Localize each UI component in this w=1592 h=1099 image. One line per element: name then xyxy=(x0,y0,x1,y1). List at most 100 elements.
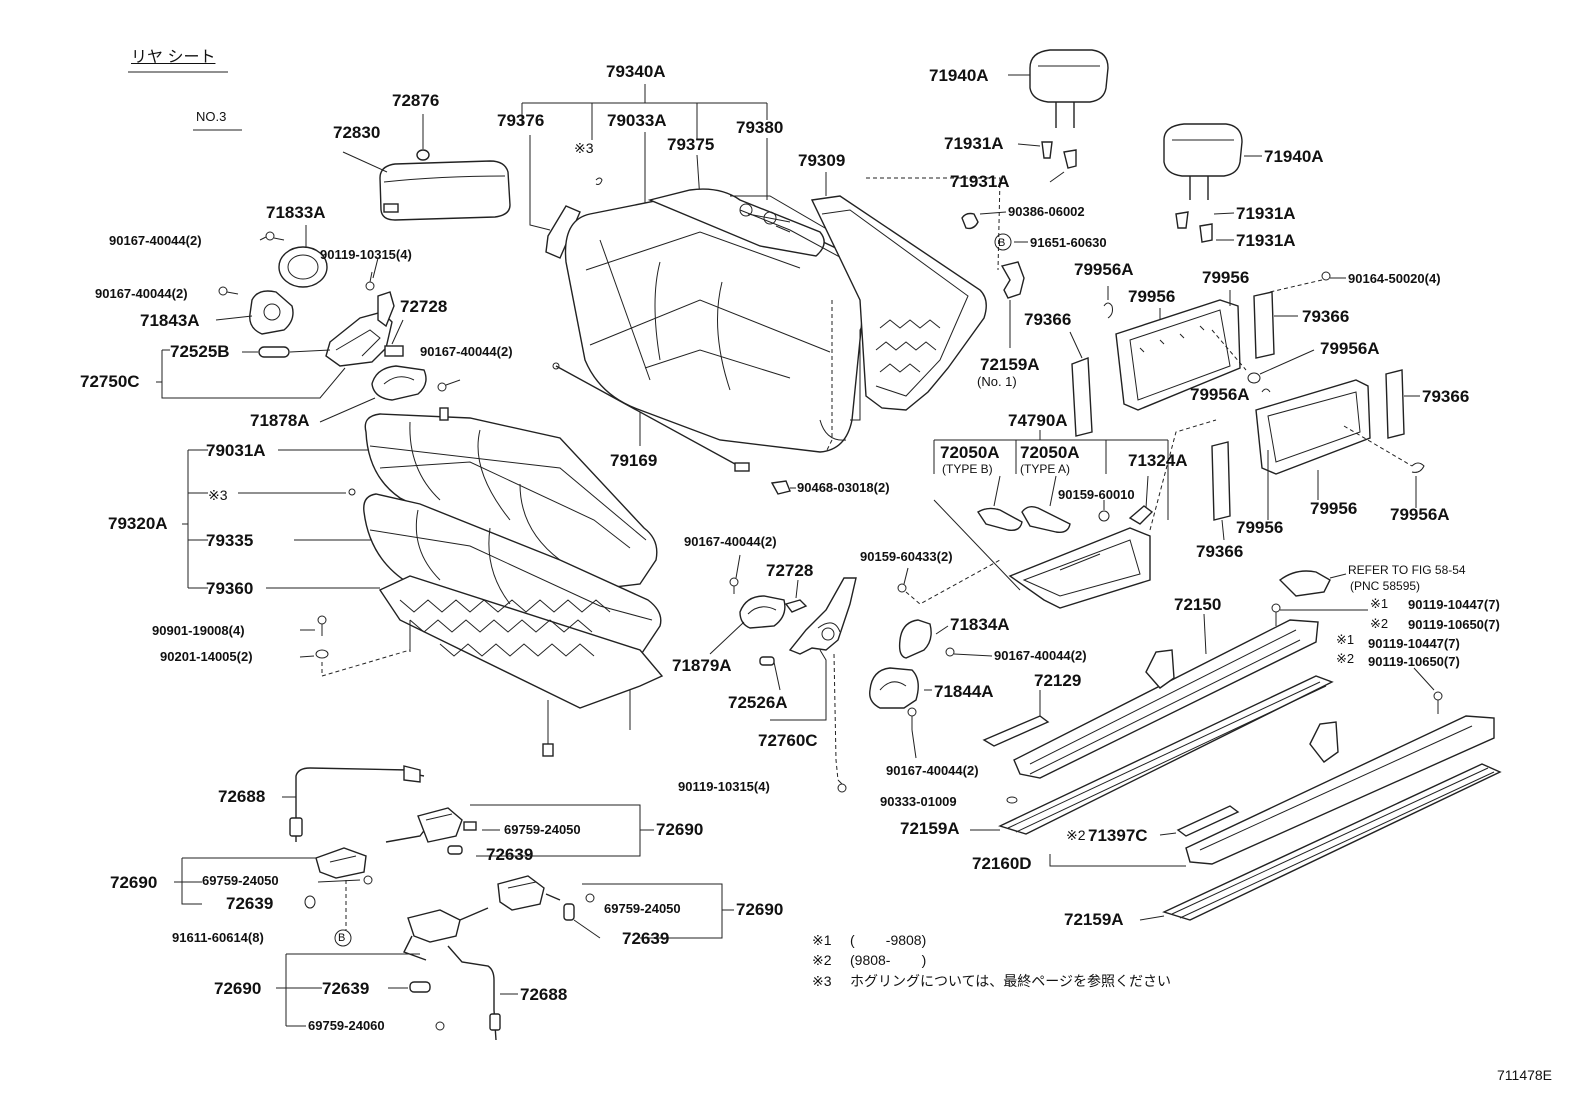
part-79031A: 79031A xyxy=(206,441,266,460)
part-72690-b: 72690 xyxy=(110,873,158,892)
footnote-2-text: (9808- ) xyxy=(850,952,927,968)
part-90167-40044-d: 90167-40044(2) xyxy=(684,534,777,549)
part-72639-a: 72639 xyxy=(486,845,534,864)
part-79320A: 79320A xyxy=(108,514,168,533)
refer-note-line1: REFER TO FIG 58-54 xyxy=(1348,563,1466,577)
part-72129: 72129 xyxy=(1034,671,1082,690)
part-72688-a: 72688 xyxy=(218,787,266,806)
hog-ring-note-mark-b: ※3 xyxy=(208,487,228,503)
part-90119-10447-b: 90119-10447(7) xyxy=(1368,636,1460,651)
part-79366-c: 79366 xyxy=(1422,387,1470,406)
part-71833A: 71833A xyxy=(266,203,326,222)
part-90167-40044-f: 90167-40044(2) xyxy=(886,763,979,778)
note-mark-2a: ※2 xyxy=(1370,616,1389,631)
footnote-3-mark: ※3 xyxy=(812,973,832,989)
part-79956A-c: 79956A xyxy=(1190,385,1250,404)
armrest-shape xyxy=(379,160,511,221)
ref-b-symbol-b: B xyxy=(338,932,346,944)
part-90468-03018: 90468-03018(2) xyxy=(797,480,890,495)
part-90119-10650-a: 90119-10650(7) xyxy=(1408,617,1500,632)
part-71844A: 71844A xyxy=(934,682,994,701)
part-79309: 79309 xyxy=(798,151,846,170)
part-71843A: 71843A xyxy=(140,311,200,330)
diagram-title: リヤ シート xyxy=(131,49,216,66)
part-90167-40044-b: 90167-40044(2) xyxy=(95,286,188,301)
part-79956-b: 79956 xyxy=(1202,268,1250,287)
part-71931A-b: 71931A xyxy=(950,172,1010,191)
part-72690-a: 72690 xyxy=(656,820,704,839)
part-71324A: 71324A xyxy=(1128,451,1188,470)
part-72639-b: 72639 xyxy=(226,894,274,913)
part-71878A: 71878A xyxy=(250,411,310,430)
part-90119-10447-a: 90119-10447(7) xyxy=(1408,597,1500,612)
part-72876: 72876 xyxy=(392,91,440,110)
part-72159A-b: 72159A xyxy=(900,819,960,838)
part-90201-14005: 90201-14005(2) xyxy=(160,649,253,664)
footnote-1-text: ( -9808) xyxy=(850,932,927,948)
part-69759-24050-b: 69759-24050 xyxy=(202,873,279,888)
part-72688-b: 72688 xyxy=(520,985,568,1004)
part-79366-d: 79366 xyxy=(1196,542,1244,561)
part-74790A: 74790A xyxy=(1008,411,1068,430)
part-69759-24050-c: 69759-24050 xyxy=(604,901,681,916)
part-71834A: 71834A xyxy=(950,615,1010,634)
part-72728-b: 72728 xyxy=(766,561,814,580)
part-79335: 79335 xyxy=(206,531,254,550)
part-79375: 79375 xyxy=(667,135,715,154)
note-mark-2c: ※2 xyxy=(1066,827,1086,843)
part-72525B: 72525B xyxy=(170,342,230,361)
note-mark-1b: ※1 xyxy=(1336,632,1355,647)
part-71931A-a: 71931A xyxy=(944,134,1004,153)
type-b-note: (TYPE B) xyxy=(942,462,993,476)
type-a-note: (TYPE A) xyxy=(1020,462,1071,476)
hog-ring-note-mark-a: ※3 xyxy=(574,140,594,156)
part-72160D: 72160D xyxy=(972,854,1032,873)
part-90119-10315-b: 90119-10315(4) xyxy=(678,779,770,794)
part-90901-19008: 90901-19008(4) xyxy=(152,623,245,638)
part-72728-a: 72728 xyxy=(400,297,448,316)
part-90159-60010: 90159-60010 xyxy=(1058,487,1135,502)
part-71940A-a: 71940A xyxy=(929,66,989,85)
part-79956-d: 79956 xyxy=(1310,499,1358,518)
part-72830: 72830 xyxy=(333,123,381,142)
part-72159A-note: (No. 1) xyxy=(977,374,1017,389)
part-79956-a: 79956 xyxy=(1128,287,1176,306)
part-90119-10315-a: 90119-10315(4) xyxy=(320,247,412,262)
part-90333-01009: 90333-01009 xyxy=(880,794,957,809)
part-90167-40044-e: 90167-40044(2) xyxy=(994,648,1087,663)
figure-id: 711478E xyxy=(1497,1067,1553,1083)
part-79360: 79360 xyxy=(206,579,254,598)
part-79169: 79169 xyxy=(610,451,658,470)
part-79033A: 79033A xyxy=(607,111,667,130)
footnote-1-mark: ※1 xyxy=(812,932,832,948)
part-90159-60433: 90159-60433(2) xyxy=(860,549,953,564)
part-72159A-c: 72159A xyxy=(1064,910,1124,929)
part-90386-06002: 90386-06002 xyxy=(1008,204,1085,219)
part-79376: 79376 xyxy=(497,111,545,130)
part-79340A: 79340A xyxy=(606,62,666,81)
part-72690-c: 72690 xyxy=(736,900,784,919)
part-72526A: 72526A xyxy=(728,693,788,712)
part-72050A-a: 72050A xyxy=(940,443,1000,462)
part-90164-50020: 90164-50020(4) xyxy=(1348,271,1441,286)
part-91611-60614: 91611-60614(8) xyxy=(172,930,264,945)
part-79956A-a: 79956A xyxy=(1074,260,1134,279)
variant-label: NO.3 xyxy=(196,109,227,124)
part-72050A-b: 72050A xyxy=(1020,443,1080,462)
part-72750C: 72750C xyxy=(80,372,140,391)
part-71940A-b: 71940A xyxy=(1264,147,1324,166)
footnote-2-mark: ※2 xyxy=(812,952,832,968)
part-69759-24060: 69759-24060 xyxy=(308,1018,385,1033)
note-mark-1a: ※1 xyxy=(1370,596,1389,611)
part-72150: 72150 xyxy=(1174,595,1222,614)
part-72639-c: 72639 xyxy=(622,929,670,948)
note-mark-2b: ※2 xyxy=(1336,651,1355,666)
part-79380: 79380 xyxy=(736,118,784,137)
part-79366-a: 79366 xyxy=(1024,310,1072,329)
footnote-3-text: ホグリングについては、最終ページを参照ください xyxy=(850,973,1172,989)
part-69759-24050-a: 69759-24050 xyxy=(504,822,581,837)
part-90119-10650-b: 90119-10650(7) xyxy=(1368,654,1460,669)
part-71931A-c: 71931A xyxy=(1236,204,1296,223)
